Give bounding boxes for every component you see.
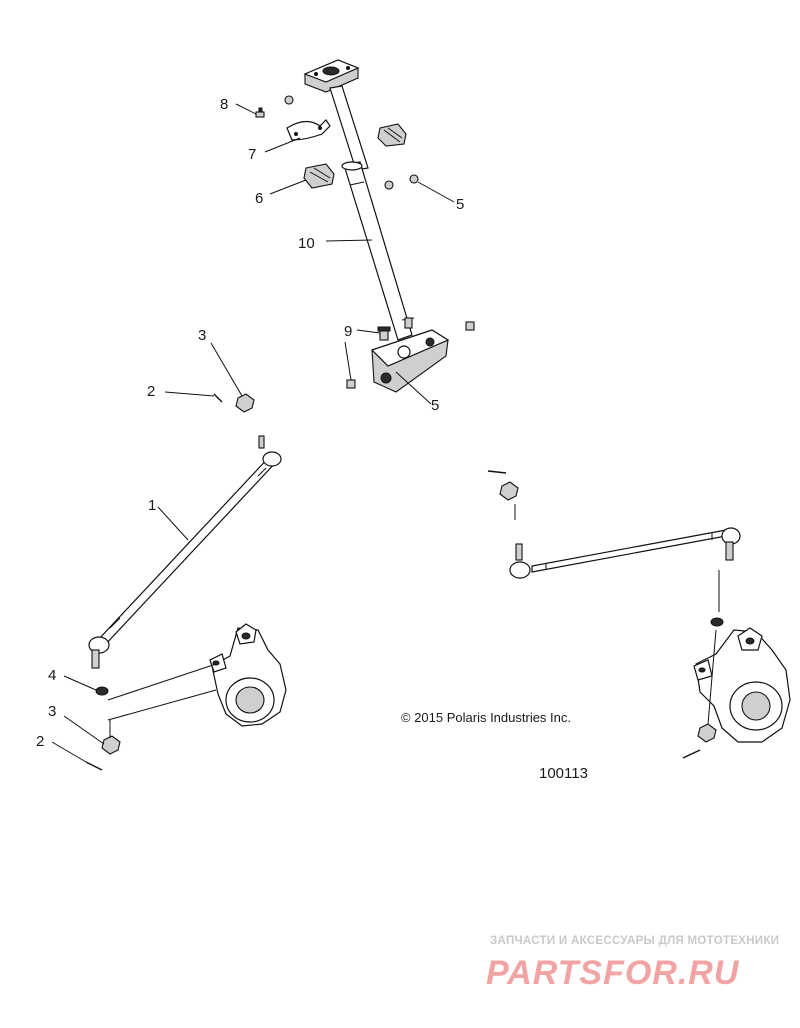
bushing-right [377, 123, 407, 147]
steering-post-assembly [303, 59, 450, 393]
callout-2-upper: 2 [147, 383, 155, 400]
steering-post-shaft [329, 85, 415, 341]
callout-4: 4 [48, 667, 56, 684]
callout-8: 8 [220, 96, 228, 113]
bolt-9 [346, 317, 475, 389]
nut-right-lower [697, 723, 717, 743]
nut-3-lower [101, 735, 121, 755]
nut-5-small [384, 174, 419, 190]
steering-post-lower-bracket [370, 329, 450, 393]
bushing-6 [303, 163, 335, 189]
callout-labels: 8 7 6 5 10 9 5 3 2 1 4 3 2 [36, 96, 464, 750]
clamp-7 [286, 119, 331, 141]
callout-6: 6 [255, 190, 263, 207]
copyright-notice: © 2015 Polaris Industries Inc. [401, 710, 571, 725]
callout-9: 9 [344, 323, 352, 340]
watermark: ЗАПЧАСТИ И АКСЕССУАРЫ ДЛЯ МОТОТЕХНИКИ PA… [486, 935, 779, 992]
watermark-brand: PARTSFOR.RU [486, 954, 740, 992]
leader-lines [51, 103, 720, 763]
callout-7: 7 [248, 146, 256, 163]
nut-top [284, 95, 294, 105]
callout-5-lower: 5 [431, 397, 439, 414]
callout-1: 1 [148, 497, 156, 514]
washer-right [710, 617, 724, 627]
callout-3-lower: 3 [48, 703, 56, 720]
steering-post-top-plate [303, 59, 360, 93]
nut-right-upper [499, 481, 519, 501]
nut-3-upper [235, 393, 255, 413]
spindle-left [209, 623, 287, 727]
callout-5-upper: 5 [456, 196, 464, 213]
watermark-tagline: ЗАПЧАСТИ И АКСЕССУАРЫ ДЛЯ МОТОТЕХНИКИ [490, 935, 779, 947]
cotter-pin-2-lower [85, 761, 103, 771]
cotter-pin-right-lower [682, 749, 701, 759]
cotter-pin-2-upper [213, 393, 223, 403]
callout-2-lower: 2 [36, 733, 44, 750]
callout-10: 10 [298, 235, 315, 252]
callout-3-upper: 3 [198, 327, 206, 344]
spindle-right [693, 627, 791, 743]
bolt-8 [255, 107, 265, 118]
tie-rod-right [509, 527, 741, 579]
washer-4 [95, 686, 109, 696]
figure-number: 100113 [539, 765, 588, 782]
tie-rod-left [88, 435, 282, 669]
cotter-pin-right-upper [487, 470, 507, 474]
